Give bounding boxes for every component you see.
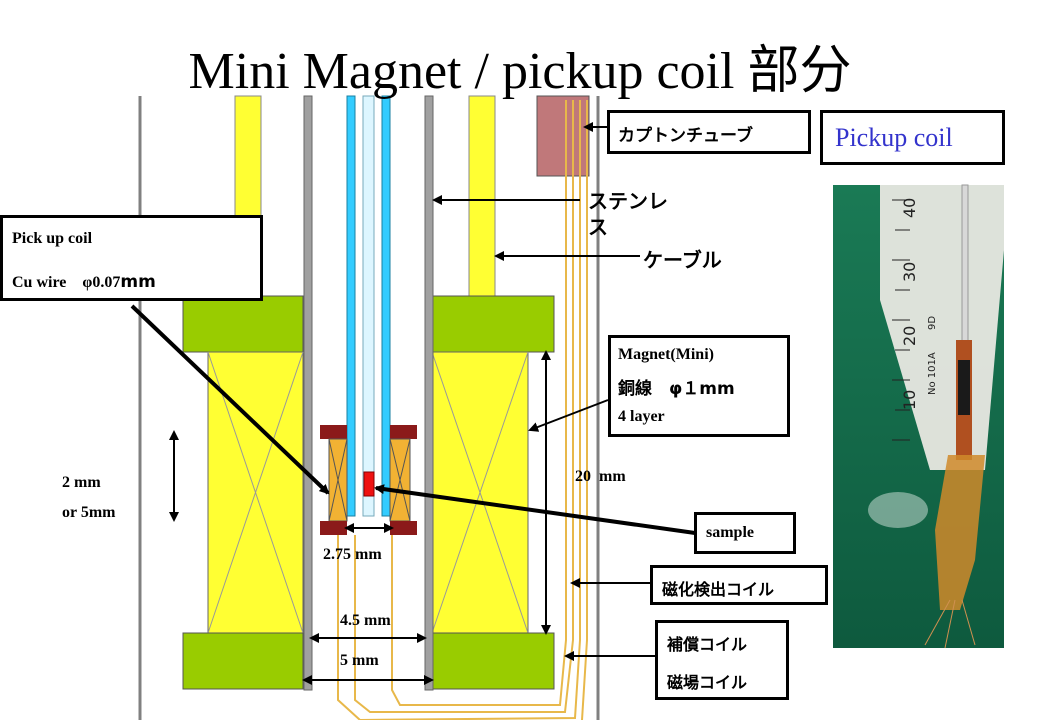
magnet-flange-bottom-right (431, 632, 555, 690)
magnet-height-label: 20 mm (575, 468, 626, 486)
kapton-label: カプトンチューブ (618, 126, 753, 146)
pickup-coil-right (389, 425, 417, 535)
sample-length-label: 2 mm or 5mm (62, 468, 115, 528)
magnet-leader (528, 399, 609, 432)
pickup-coil-spec-box: Pick up coil Cu wire φ0.07mm (0, 215, 263, 301)
sample-piece (363, 471, 375, 497)
magnet-flange-bottom-left (182, 632, 304, 690)
cable-column-right (468, 95, 496, 297)
stainless-label: ステンレ ス (588, 188, 668, 240)
magnet-wire-label: 銅線 (618, 379, 669, 399)
sample-rod-cyan-left (346, 95, 356, 517)
photo-caption: Pickup coil (835, 123, 953, 152)
magnet-spec-box: Magnet(Mini) 銅線 φ１mm 4 layer (608, 335, 790, 437)
gap-inner-label: 2.75 mm (323, 546, 382, 563)
magnet-height-value: 20 (575, 468, 591, 485)
sample-leader (374, 484, 696, 535)
magnet-title: Magnet(Mini) (618, 346, 714, 363)
magnetization-coil-label: 磁化検出コイル (662, 580, 775, 599)
stainless-label-line2: ス (588, 215, 608, 239)
magnet-winding-right (431, 351, 529, 634)
sample-rod-light (362, 95, 375, 517)
ruler-text-no: No 101A (927, 352, 938, 395)
sample-length-line1: 2 mm (62, 474, 101, 491)
magnet-height-unit: mm (599, 468, 626, 485)
cable-label: ケーブル (643, 248, 722, 272)
magnet-flange-top-left (182, 295, 304, 353)
ruler-text-9d: 9D (927, 316, 938, 330)
photo-caption-box: Pickup coil (820, 110, 1005, 165)
magnet-winding-left (207, 351, 304, 634)
cu-wire-unit: mm (120, 272, 156, 292)
sample-length-line2: or 5mm (62, 504, 116, 521)
ruler-mark-30: 30 (900, 262, 919, 282)
magnetization-coil-box: 磁化検出コイル (650, 565, 828, 605)
ruler-mark-10: 10 (900, 390, 919, 410)
lead-wires (337, 100, 588, 720)
magnet-layers: 4 layer (618, 408, 665, 425)
field-coil-label: 磁場コイル (667, 673, 748, 692)
gap-mid-label: 4.5 mm (340, 612, 391, 629)
magnet-wire-diameter: φ１mm (669, 379, 735, 399)
stainless-label-line1: ステンレ (588, 189, 668, 213)
magnet-wire-spec: 銅線 φ１mm (618, 374, 735, 399)
ruler-mark-40: 40 (900, 198, 919, 218)
ruler-mark-20: 20 (900, 326, 919, 346)
cu-wire-spec: Cu wire φ0.07mm (12, 268, 156, 292)
sample-label-box: sample (694, 512, 796, 554)
field-coil-box: 補償コイル 磁場コイル (655, 620, 789, 700)
sample-rod-cyan-right (381, 95, 391, 517)
gap-outer-label: 5 mm (340, 652, 379, 669)
page-title: Mini Magnet / pickup coil 部分 (188, 43, 852, 100)
pickup-coil-photo: 10 20 30 40 9D No 101A (833, 184, 1004, 649)
cu-wire-text: Cu wire φ0.07 (12, 274, 121, 291)
sample-label: sample (706, 524, 754, 541)
magnet-flange-top-right (431, 295, 555, 353)
compensation-coil-label: 補償コイル (667, 635, 748, 654)
stainless-tube-right (424, 95, 434, 691)
stainless-tube-left (303, 95, 313, 691)
kapton-label-box: カプトンチューブ (607, 110, 811, 154)
pickup-coil-title: Pick up coil (12, 230, 93, 247)
pickup-coil-left (320, 425, 348, 535)
kapton-tube (536, 95, 590, 177)
pickup-leader (130, 304, 330, 495)
